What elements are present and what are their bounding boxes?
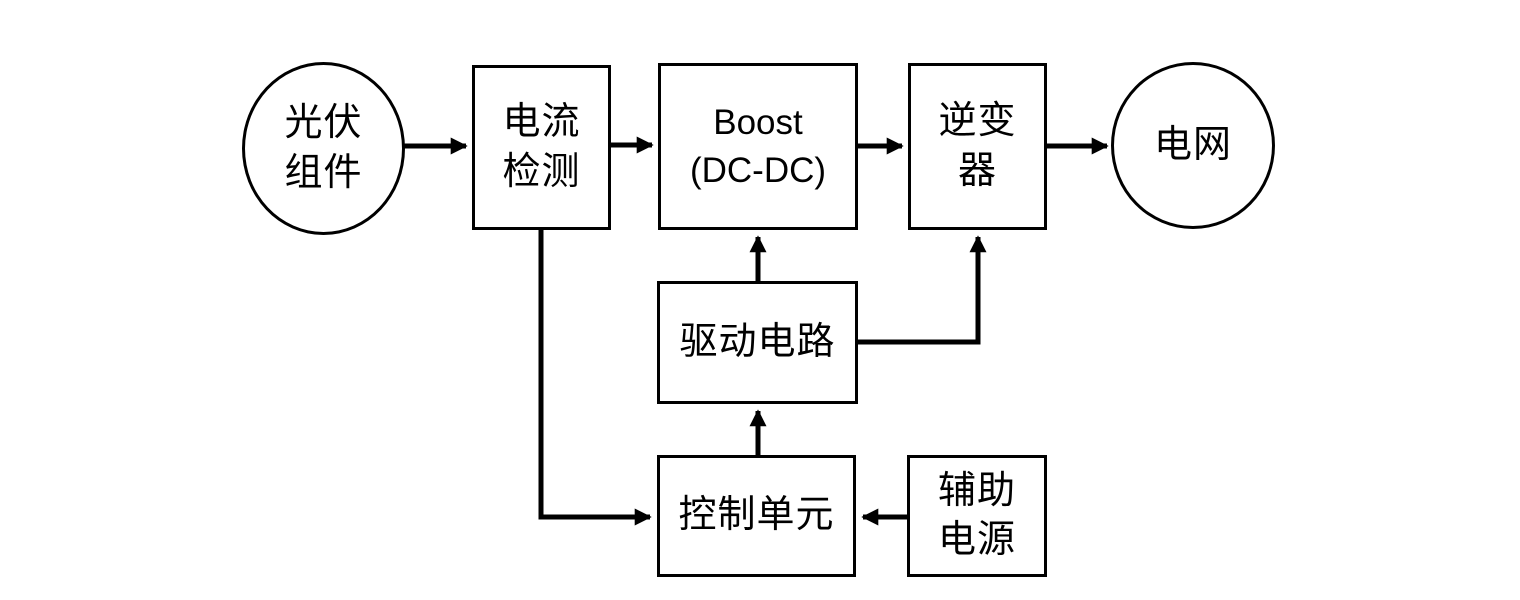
node-aux-power: 辅助 电源 xyxy=(907,455,1047,577)
node-grid-label: 电网 xyxy=(1153,123,1232,166)
node-inverter: 逆变 器 xyxy=(908,63,1047,230)
node-current-sense: 电流 检测 xyxy=(472,65,611,230)
node-pv-module: 光伏 组件 xyxy=(242,62,405,235)
node-boost-dcdc-label: Boost (DC-DC) xyxy=(689,103,827,190)
node-driver-circuit: 驱动电路 xyxy=(657,281,858,404)
edge-driver-to-inverter xyxy=(858,235,987,345)
node-inverter-label: 逆变 器 xyxy=(938,100,1017,192)
node-aux-power-label: 辅助 电源 xyxy=(937,469,1016,561)
node-pv-module-label: 光伏 组件 xyxy=(284,102,363,194)
node-boost-dcdc: Boost (DC-DC) xyxy=(658,63,858,230)
node-current-sense-label: 电流 检测 xyxy=(502,101,581,193)
node-control-unit-label: 控制单元 xyxy=(678,494,835,537)
node-control-unit: 控制单元 xyxy=(657,455,856,577)
edge-current-sense-to-control xyxy=(538,230,652,526)
node-driver-circuit-label: 驱动电路 xyxy=(679,320,836,363)
node-grid: 电网 xyxy=(1111,62,1275,229)
